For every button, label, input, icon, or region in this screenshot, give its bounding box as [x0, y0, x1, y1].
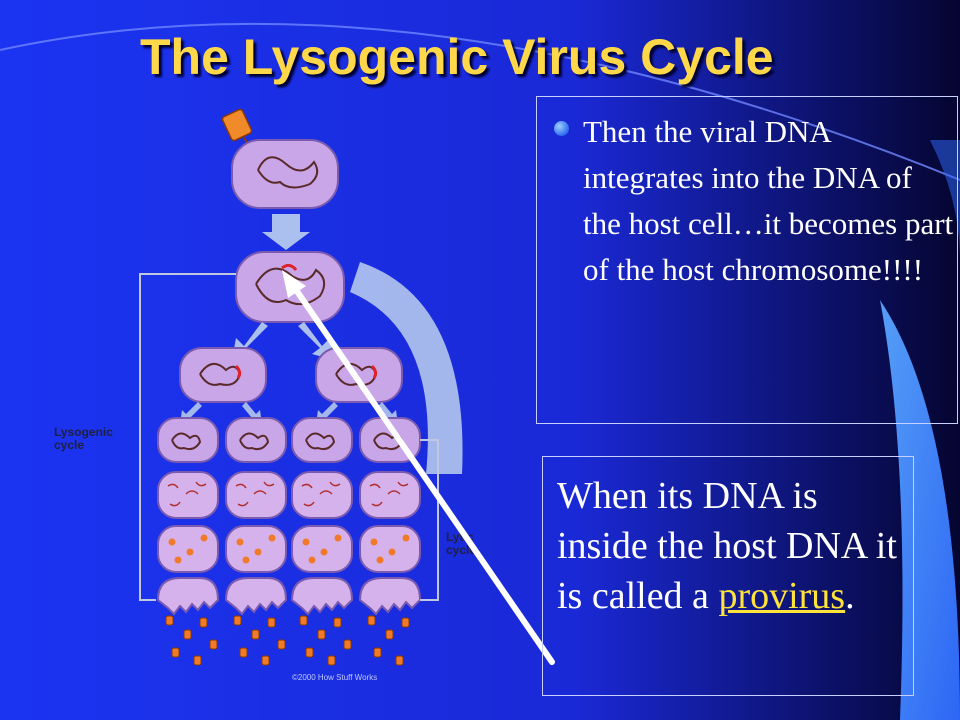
daughter-cell — [179, 347, 267, 403]
callout-text: When its DNA is inside the host DNA it i… — [557, 471, 907, 621]
slide-title: The Lysogenic Virus Cycle — [140, 29, 774, 85]
callout-suffix: . — [845, 575, 855, 617]
arrow-group — [180, 402, 398, 424]
infected-cell — [231, 139, 339, 209]
lysogenic-bracket — [139, 273, 236, 601]
provirus-callout-box: When its DNA is inside the host DNA it i… — [542, 456, 914, 696]
bullet-text: Then the viral DNA integrates into the D… — [583, 114, 954, 287]
bullet-icon — [554, 121, 569, 136]
bullet-text-box: Then the viral DNA integrates into the D… — [536, 96, 958, 424]
lytic-curve-arrow — [350, 262, 463, 474]
diagram-credit: ©2000 How Stuff Works — [292, 673, 377, 682]
arrow-right-icon — [298, 322, 334, 360]
arrow-down-icon — [262, 214, 310, 250]
cell-row-replicating — [157, 471, 421, 519]
provirus-link[interactable]: provirus — [718, 575, 846, 617]
lysogenic-label-2: cycle — [54, 438, 84, 452]
cell-row-assembling — [157, 525, 421, 573]
cell-row-gen3 — [157, 417, 421, 463]
released-phages — [165, 615, 410, 666]
lytic-label-2: cycle — [446, 543, 476, 557]
callout-prefix: When its DNA is inside the host DNA it i… — [557, 475, 897, 617]
cell-row-lysing — [156, 577, 422, 616]
lytic-bracket — [420, 439, 439, 601]
daughter-cell — [315, 347, 403, 403]
lysogenic-label: Lysogenic — [54, 425, 113, 439]
pointer-arrow — [282, 270, 555, 665]
